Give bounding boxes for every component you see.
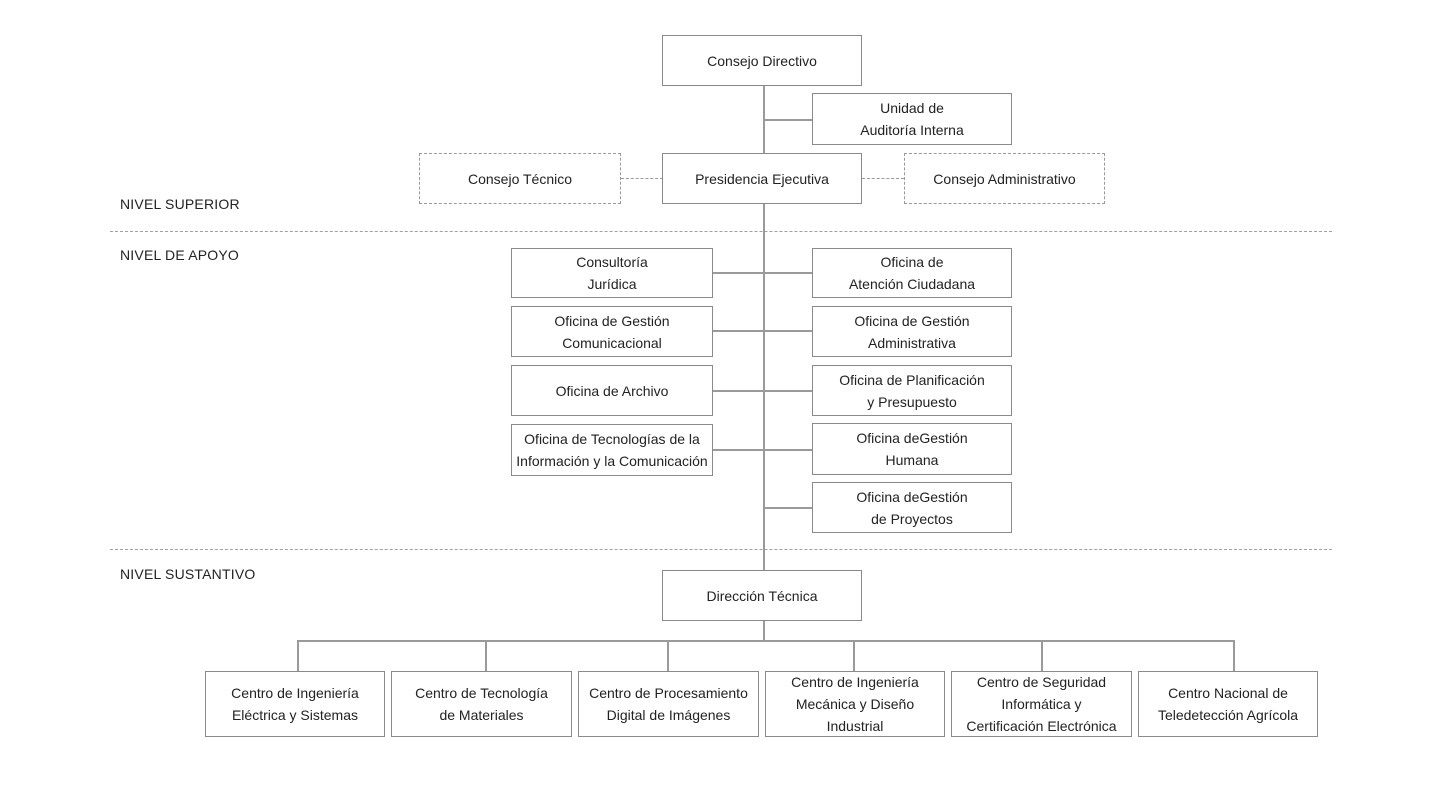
connector-row-4 bbox=[713, 449, 812, 451]
connector-centro-6 bbox=[1233, 640, 1235, 671]
node-centro-tecnologia-materiales: Centro de Tecnología de Materiales bbox=[391, 671, 572, 737]
node-consejo-administrativo: Consejo Administrativo bbox=[904, 153, 1105, 204]
connector-centros-bar bbox=[297, 640, 1234, 642]
node-gestion-proyectos: Oficina deGestión de Proyectos bbox=[812, 482, 1012, 533]
node-consultoria-juridica: Consultoría Jurídica bbox=[511, 248, 713, 298]
connector-main-lower bbox=[763, 204, 765, 571]
node-gestion-comunicacional: Oficina de Gestión Comunicacional bbox=[511, 306, 713, 357]
node-centro-ingenieria-mecanica: Centro de Ingeniería Mecánica y Diseño I… bbox=[765, 671, 945, 737]
node-oficina-archivo: Oficina de Archivo bbox=[511, 365, 713, 416]
node-tecnologias-informacion: Oficina de Tecnologías de la Información… bbox=[511, 424, 713, 476]
node-centro-teledeteccion: Centro Nacional de Teledetección Agrícol… bbox=[1138, 671, 1318, 737]
level-label-sustantivo: NIVEL SUSTANTIVO bbox=[120, 566, 256, 582]
node-presidencia-ejecutiva: Presidencia Ejecutiva bbox=[662, 153, 862, 204]
node-centro-procesamiento-digital: Centro de Procesamiento Digital de Imáge… bbox=[578, 671, 759, 737]
level-separator-superior-apoyo bbox=[110, 231, 1332, 232]
connector-direccion-down bbox=[763, 621, 765, 641]
level-label-apoyo: NIVEL DE APOYO bbox=[120, 247, 239, 263]
node-auditoria-interna: Unidad de Auditoría Interna bbox=[812, 93, 1012, 145]
connector-centro-5 bbox=[1041, 640, 1043, 671]
connector-row-3 bbox=[713, 390, 812, 392]
level-label-superior: NIVEL SUPERIOR bbox=[120, 196, 240, 212]
connector-row-5 bbox=[763, 507, 812, 509]
level-separator-apoyo-sustantivo bbox=[110, 549, 1332, 550]
node-atencion-ciudadana: Oficina de Atención Ciudadana bbox=[812, 248, 1012, 298]
connector-centro-2 bbox=[485, 640, 487, 671]
connector-consejo-tecnico bbox=[621, 178, 663, 179]
node-centro-seguridad-informatica: Centro de Seguridad Informática y Certif… bbox=[951, 671, 1132, 737]
node-centro-ingenieria-electrica: Centro de Ingeniería Eléctrica y Sistema… bbox=[205, 671, 385, 737]
connector-centro-3 bbox=[667, 640, 669, 671]
connector-centro-4 bbox=[853, 640, 855, 671]
connector-auditoria bbox=[763, 119, 812, 121]
node-gestion-administrativa: Oficina de Gestión Administrativa bbox=[812, 306, 1012, 357]
connector-consejo-administrativo bbox=[862, 178, 904, 179]
node-consejo-directivo: Consejo Directivo bbox=[662, 35, 862, 86]
node-direccion-tecnica: Dirección Técnica bbox=[662, 570, 862, 621]
connector-row-1 bbox=[713, 272, 812, 274]
node-consejo-tecnico: Consejo Técnico bbox=[419, 153, 621, 204]
connector-centro-1 bbox=[297, 640, 299, 671]
node-gestion-humana: Oficina deGestión Humana bbox=[812, 423, 1012, 475]
node-planificacion-presupuesto: Oficina de Planificación y Presupuesto bbox=[812, 365, 1012, 416]
connector-row-2 bbox=[713, 330, 812, 332]
